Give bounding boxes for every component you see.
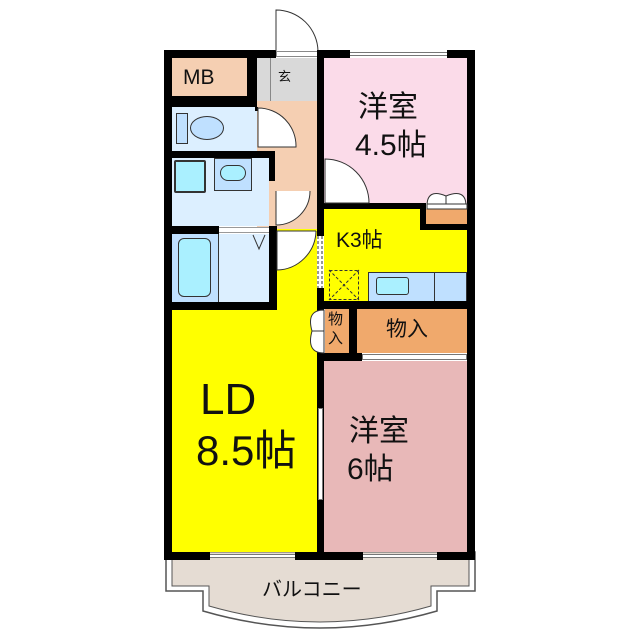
toilet-tank — [176, 113, 188, 144]
room-storage — [357, 309, 467, 353]
wall-kitchen-lower-left — [317, 288, 324, 302]
room1-label-line1: 洋室 — [358, 91, 418, 124]
wall-outer-top-left — [164, 50, 276, 58]
refrigerator-space-icon — [328, 269, 360, 301]
wall-wash-right — [269, 151, 275, 181]
window-room1 — [350, 52, 447, 56]
toilet-door-swing-icon[interactable] — [257, 107, 302, 152]
small-storage-door-swing-icon[interactable] — [299, 309, 325, 355]
room1-door-swing-icon[interactable] — [324, 158, 374, 208]
wall-toilet-right — [255, 107, 258, 111]
sink-basin — [220, 165, 246, 181]
wall-wash-bottom — [164, 226, 219, 234]
bath-vent-icon — [252, 234, 266, 251]
kitchen-sink — [376, 277, 409, 295]
closet1-door-swing-icon[interactable] — [426, 182, 470, 212]
wall-bath-right — [269, 226, 277, 310]
wall-outer-bottom-left — [164, 552, 210, 560]
wall-kitchen-bottom — [317, 301, 475, 309]
wall-storage-bottom — [317, 353, 362, 361]
genkan-label: 玄 — [278, 69, 292, 84]
mb-label: MB — [183, 66, 215, 89]
kitchen-label: K3帖 — [336, 229, 383, 252]
storage-small-label-line1: 物 — [328, 311, 344, 328]
wall-bath-bottom — [164, 302, 277, 310]
room-genkan — [257, 58, 319, 101]
ld-door-swing-icon[interactable] — [276, 230, 321, 275]
wall-outer-top-mid — [318, 50, 350, 58]
wall-genkan-divider — [270, 58, 271, 101]
ld-label-line1: LD — [200, 375, 257, 424]
window-ld — [210, 554, 295, 558]
washroom-door-swing-icon[interactable] — [275, 190, 315, 230]
bathtub — [178, 238, 211, 297]
room2-sliding-door[interactable] — [318, 408, 323, 500]
wall-hall-left — [317, 160, 324, 236]
wall-toilet-bottom — [164, 151, 274, 158]
room1-label-line2: 4.5帖 — [355, 129, 427, 162]
storage-sliding-door[interactable] — [362, 354, 467, 360]
wall-room1-bottom — [317, 203, 426, 209]
storage-label: 物入 — [386, 318, 428, 341]
wall-closet1-bottom — [420, 224, 475, 230]
bath-door-marker — [218, 227, 270, 233]
wall-mb-bottom — [164, 96, 257, 107]
washing-machine — [174, 160, 206, 193]
balcony-label: バルコニー — [262, 579, 362, 601]
room-storage-small — [325, 309, 349, 353]
room-western-2 — [324, 361, 467, 552]
room-closet-1 — [426, 209, 467, 224]
room-ld — [172, 310, 317, 552]
window-room2 — [363, 554, 437, 558]
wall-outer-bottom-right — [437, 552, 475, 560]
wall-outer-bottom-mid — [295, 552, 363, 560]
wall-storage-divider — [349, 309, 357, 361]
toilet-bowl — [190, 116, 224, 140]
kitchen-boundary-dashed — [317, 236, 323, 296]
wall-mb-right — [247, 50, 257, 106]
wall-outer-top-right — [447, 50, 475, 58]
storage-small-label-line2: 入 — [328, 330, 344, 347]
wall-closet1-left — [420, 203, 426, 230]
ld-label-line2: 8.5帖 — [196, 427, 297, 474]
room2-label-line1: 洋室 — [349, 415, 409, 448]
room2-label-line2: 6帖 — [347, 453, 394, 486]
room-mb — [172, 58, 247, 96]
kitchen-counter-divider — [434, 272, 435, 302]
entry-door-swing-icon[interactable] — [275, 8, 325, 58]
wall-room1-left — [317, 50, 324, 160]
